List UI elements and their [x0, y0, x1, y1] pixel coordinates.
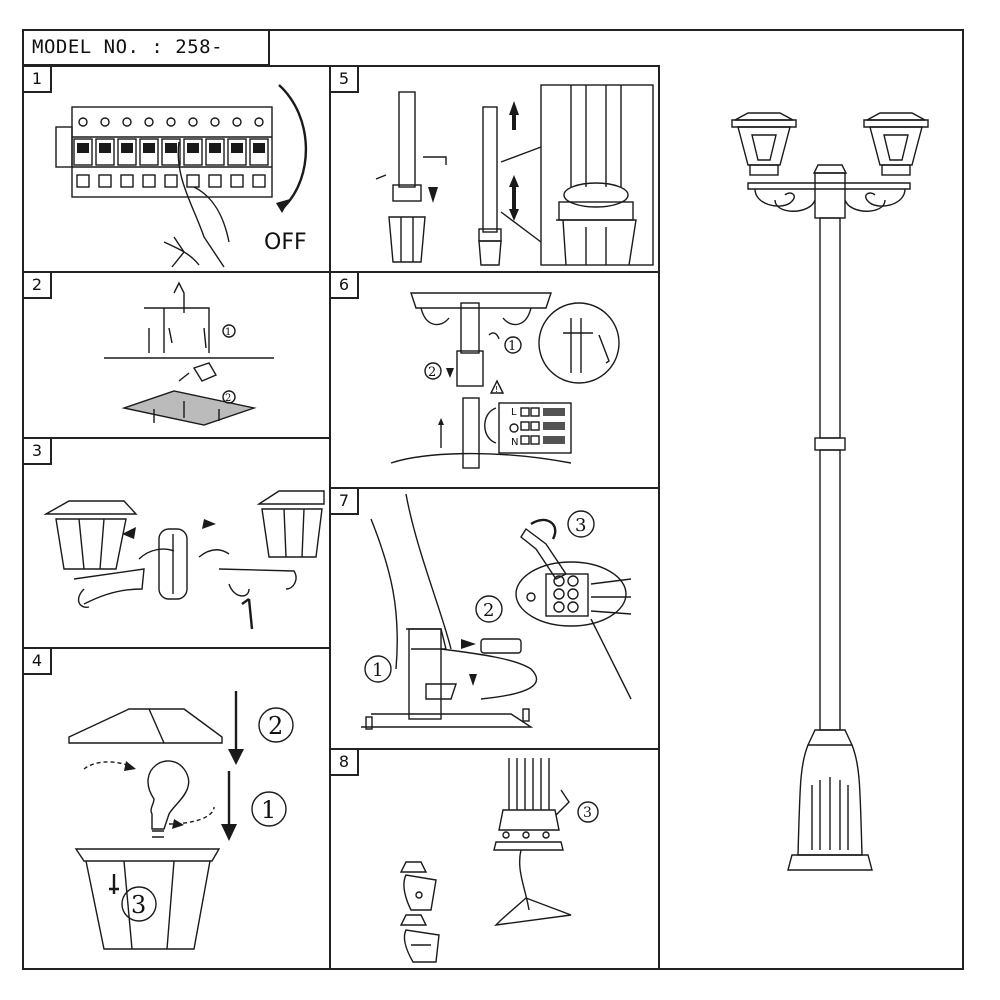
step-8-number: 8 — [329, 748, 359, 776]
step-7-callout-1: 1 — [372, 660, 383, 681]
step-4-number: 4 — [22, 647, 52, 675]
step-6-callout-2: 2 — [428, 365, 436, 380]
step-1-panel: 1 OFF — [22, 65, 331, 273]
step-2-callout-1: 1 — [225, 327, 231, 338]
step-3-panel: 3 — [22, 437, 331, 649]
base-cover-illustration: 3 — [399, 758, 599, 963]
step-6-callout-1: 1 — [508, 339, 516, 354]
step-4-callout-2: 2 — [268, 712, 283, 740]
pole-assembly-illustration — [375, 84, 654, 266]
step-7-number: 7 — [329, 487, 359, 515]
step-4-panel: 4 2 1 3 — [22, 647, 331, 970]
arm-assembly-illustration — [43, 490, 325, 630]
lamp-post-product-drawing — [731, 112, 929, 871]
warning-sign: ! — [495, 385, 498, 394]
step-6-number: 6 — [329, 271, 359, 299]
step-7-callout-2: 2 — [483, 600, 494, 621]
step-3-number: 3 — [22, 437, 52, 465]
step-2-callout-2: 2 — [225, 393, 231, 404]
step-5-panel: 5 — [329, 65, 660, 273]
step-8-panel: 8 3 — [329, 748, 660, 970]
step-7-callout-3: 3 — [575, 515, 586, 536]
step-6-panel: 6 1 2 ! L N — [329, 271, 660, 489]
wire-label-n: N — [511, 437, 518, 448]
breaker-switch-illustration: OFF — [55, 84, 308, 268]
step-4-callout-1: 1 — [261, 796, 276, 824]
wire-label-l: L — [511, 407, 517, 418]
step-7-panel: 7 1 2 3 — [329, 487, 660, 750]
step-8-callout-3: 3 — [583, 805, 592, 821]
step-1-number: 1 — [22, 65, 52, 93]
bulb-installation-illustration: 2 1 3 — [68, 691, 294, 950]
step-5-number: 5 — [329, 65, 359, 93]
model-number: MODEL NO. : 258-03012 — [22, 29, 270, 91]
step-4-callout-3: 3 — [131, 891, 146, 919]
off-label: OFF — [264, 230, 307, 255]
base-terminal-illustration: 1 2 3 — [361, 493, 632, 730]
wiring-connection-illustration: 1 2 ! L N — [390, 292, 620, 469]
step-2-number: 2 — [22, 271, 52, 299]
base-mounting-illustration: 1 2 — [104, 281, 274, 426]
step-2-panel: 2 1 2 — [22, 271, 331, 439]
